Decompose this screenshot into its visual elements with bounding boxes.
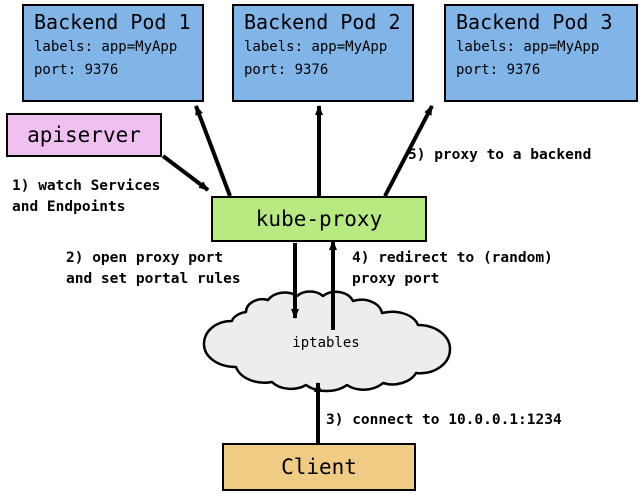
- backend-pod-3-labels: labels: app=MyApp: [456, 39, 600, 55]
- kube-proxy-label: kube-proxy: [255, 207, 383, 231]
- step-4-line-2: proxy port: [352, 271, 440, 287]
- iptables-label: iptables: [292, 335, 360, 351]
- apiserver-box: apiserver: [6, 113, 162, 157]
- arrow-apiserver-to-kubeproxy: [161, 154, 210, 192]
- kube-proxy-box: kube-proxy: [211, 196, 427, 242]
- step-4-annotation: 4) redirect to (random) proxy port: [352, 248, 553, 290]
- backend-pod-2-port: port: 9376: [244, 62, 329, 78]
- step-1-annotation: 1) watch Services and Endpoints: [12, 176, 160, 218]
- step-2-line-2: and set portal rules: [66, 271, 241, 287]
- step-2-line-1: 2) open proxy port: [66, 250, 224, 266]
- backend-pod-1-port: port: 9376: [34, 62, 119, 78]
- arrow-kubeproxy-to-pod1: [194, 105, 232, 197]
- backend-pod-2-box: Backend Pod 2 labels: app=MyApp port: 93…: [232, 4, 414, 102]
- arrow-kubeproxy-to-pod3: [383, 105, 434, 197]
- backend-pod-3-title: Backend Pod 3: [456, 10, 613, 34]
- backend-pod-2-labels: labels: app=MyApp: [244, 39, 388, 55]
- step-1-line-1: 1) watch Services: [12, 178, 161, 194]
- step-2-annotation: 2) open proxy port and set portal rules: [66, 248, 241, 290]
- client-box: Client: [222, 443, 416, 491]
- step-4-line-1: 4) redirect to (random): [352, 250, 553, 266]
- step-5-annotation: 5) proxy to a backend: [408, 145, 591, 166]
- backend-pod-2-title: Backend Pod 2: [244, 10, 401, 34]
- backend-pod-1-box: Backend Pod 1 labels: app=MyApp port: 93…: [22, 4, 204, 102]
- backend-pod-1-title: Backend Pod 1: [34, 10, 191, 34]
- step-5-line-1: 5) proxy to a backend: [408, 147, 592, 163]
- iptables-cloud: [202, 290, 452, 393]
- backend-pod-1-labels: labels: app=MyApp: [34, 39, 178, 55]
- backend-pod-3-port: port: 9376: [456, 62, 541, 78]
- client-label: Client: [281, 455, 357, 479]
- step-3-line-1: 3) connect to 10.0.0.1:1234: [326, 412, 562, 428]
- step-3-annotation: 3) connect to 10.0.0.1:1234: [326, 410, 562, 431]
- step-1-line-2: and Endpoints: [12, 199, 126, 215]
- backend-pod-3-box: Backend Pod 3 labels: app=MyApp port: 93…: [444, 4, 638, 102]
- apiserver-label: apiserver: [27, 123, 141, 147]
